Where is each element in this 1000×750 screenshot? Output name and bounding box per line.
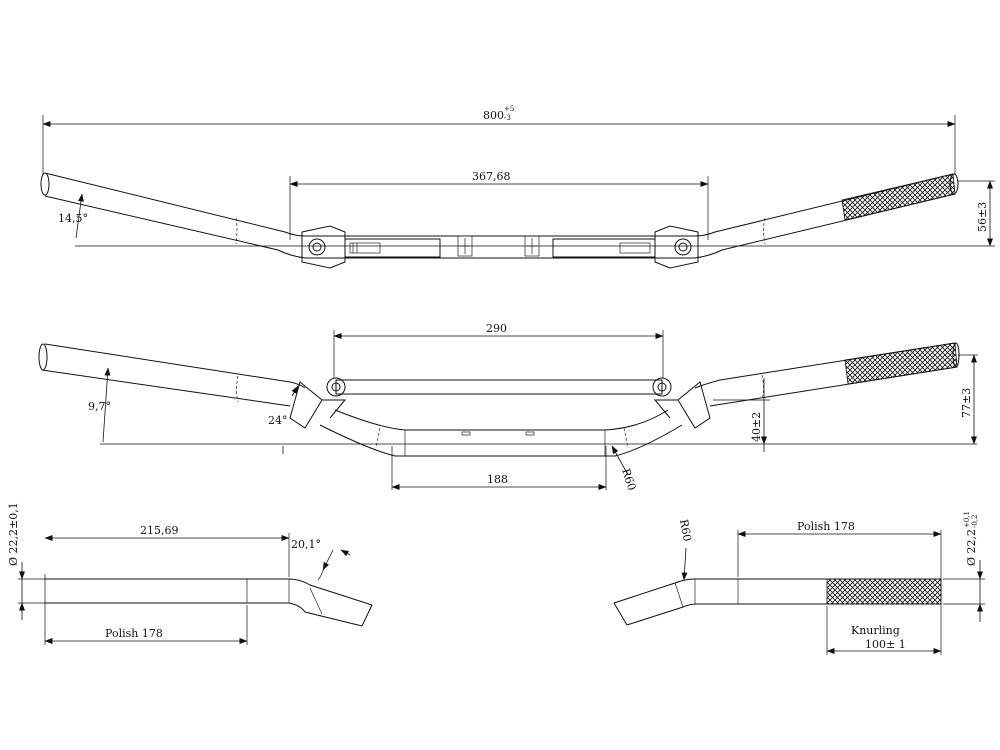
right-polish-label: Polish 178 <box>797 520 855 533</box>
dim-bend-radius-right: R60 <box>677 518 694 581</box>
dim-sweep-angle: 14,5° <box>58 193 995 247</box>
center-width-label: 188 <box>487 473 508 486</box>
left-detail-view: Ø 22,2±0,1 215,69 20,1° Polish 178 <box>7 502 373 645</box>
top-right-clamp <box>552 225 699 269</box>
front-knurling <box>844 342 958 385</box>
overall-width-tol-upper: +5 <box>504 105 514 113</box>
left-polish-label: Polish 178 <box>105 627 163 640</box>
dim-overall-height: 77±3 <box>958 354 978 445</box>
overall-height-label: 77±3 <box>960 388 973 418</box>
right-detail-view: R60 Polish 178 Ø 22,2 +0,1 -0,2 Knurling… <box>613 511 985 655</box>
dim-pullback-angle: 9,7° <box>88 367 111 443</box>
left-tube-end <box>40 172 50 196</box>
dim-crossbar-angle: 24° <box>268 385 299 454</box>
dim-left-polish: Polish 178 <box>44 605 248 645</box>
dim-overall-width: 800 +5 -3 <box>42 105 956 175</box>
knurling-label: Knurling <box>851 624 900 637</box>
bend-angle-label: 20,1° <box>291 538 321 551</box>
right-knurling <box>826 578 942 605</box>
top-view-bar <box>40 172 959 269</box>
dim-straight-length: 215,69 <box>44 524 290 577</box>
right-bend-radius-label: R60 <box>677 518 694 542</box>
dim-crossbar-span: 290 <box>333 322 664 378</box>
crossbar <box>335 379 663 395</box>
crossbar-angle-label: 24° <box>268 414 288 427</box>
front-bend-radius-label: R60 <box>619 467 638 492</box>
dim-rise: 56±3 <box>957 180 995 247</box>
dim-knurling-length: Knurling 100± 1 <box>826 606 942 655</box>
top-view: 800 +5 -3 367,68 14,5° 56±3 <box>40 105 995 269</box>
straight-length-label: 215,69 <box>140 524 179 537</box>
top-knurling <box>841 173 956 221</box>
crossbar-span-label: 290 <box>486 322 507 335</box>
overall-width-label: 800 <box>483 109 504 122</box>
dim-crossbar-height: 40±2 <box>713 378 770 452</box>
left-diameter-label: Ø 22,2±0,1 <box>7 502 20 566</box>
dim-right-polish: Polish 178 <box>737 520 942 577</box>
rise-label: 56±3 <box>976 202 989 232</box>
dim-right-diameter: Ø 22,2 +0,1 -0,2 <box>943 511 985 622</box>
dim-clamp-span: 367,68 <box>289 170 709 240</box>
dim-bend-angle: 20,1° <box>291 538 351 581</box>
sweep-angle-label: 14,5° <box>58 212 88 225</box>
pullback-angle-label: 9,7° <box>88 400 111 413</box>
front-view: 290 9,7° 24° 188 R60 <box>38 322 978 492</box>
overall-width-tol-lower: -3 <box>504 114 511 122</box>
crossbar-height-label: 40±2 <box>750 412 763 442</box>
top-left-clamp <box>301 225 441 269</box>
right-diameter-label: Ø 22,2 <box>965 529 978 566</box>
dim-center-width: 188 <box>391 446 607 490</box>
clamp-span-label: 367,68 <box>472 170 511 183</box>
knurling-length-label: 100± 1 <box>865 638 906 651</box>
right-diameter-tol-upper: +0,1 <box>963 511 971 528</box>
right-diameter-tol-lower: -0,2 <box>971 515 979 529</box>
front-view-bar <box>38 342 960 457</box>
dim-left-diameter: Ø 22,2±0,1 <box>7 502 45 620</box>
